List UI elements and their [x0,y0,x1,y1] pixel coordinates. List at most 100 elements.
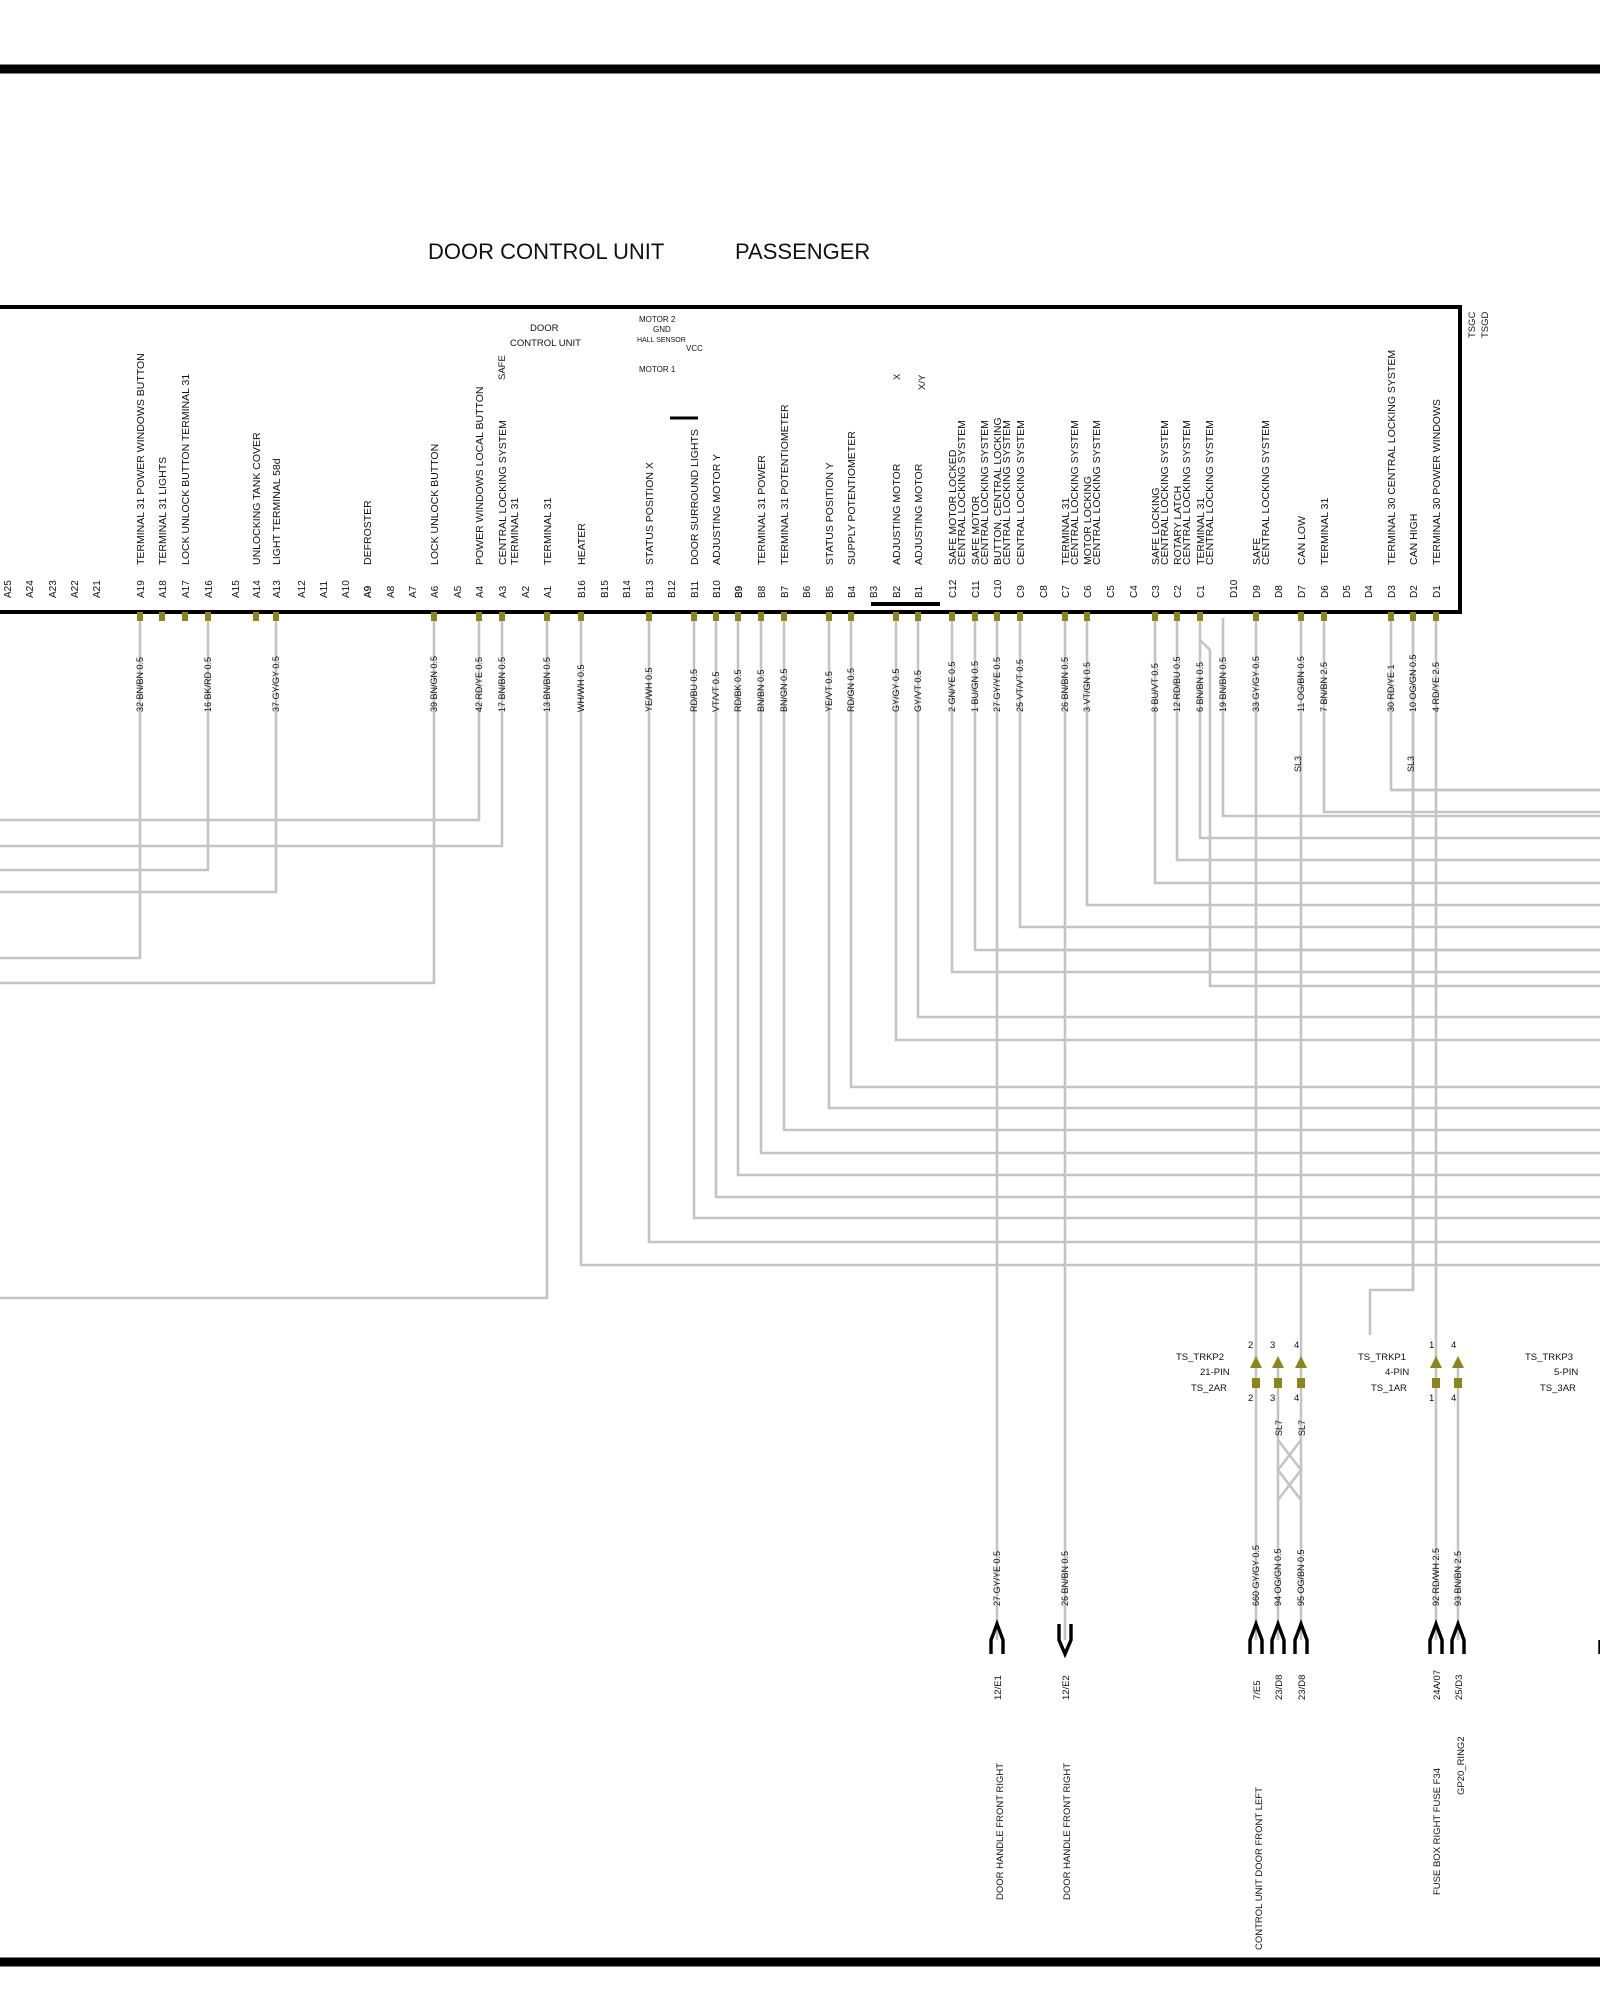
wire-a1 [0,618,549,1300]
lower-wire-label: 92 RD/WH 2.5 [1431,1548,1441,1606]
svg-text:4: 4 [1294,1340,1299,1351]
hall-sensor-label: HALL SENSOR [637,337,686,344]
pin-label-b13: B13 [645,580,656,598]
svg-text:3: 3 [1270,1393,1275,1404]
pin-function-c11: CENTRAL LOCKING SYSTEM [979,420,991,565]
lower-wire-label: 93 BN/BN 2.5 [1453,1551,1463,1606]
wire-label-c10: 27 GY/YE 0.5 [992,657,1002,712]
control-unit-box [0,305,1462,614]
pin-label-a23: A23 [48,580,59,598]
wire-d6 [1322,618,1600,814]
pin-terminal-a1 [544,612,550,621]
pin-label-b1: B1 [914,585,925,598]
pin-terminal-b2 [893,612,899,621]
wire-label-b11: RD/BU 0.5 [689,669,699,712]
pin-label-a6: A6 [430,585,441,598]
pin-terminal-d7 [1298,612,1304,621]
pin-label-d4: D4 [1364,585,1375,598]
wire-label-b4: RD/GN 0.5 [846,668,856,712]
pin-terminal-a4 [476,612,482,621]
pin-terminal-a18 [159,612,165,621]
ref-label: 12/E2 [1061,1675,1072,1700]
wire-a3 [0,618,504,848]
pin-label-d5: D5 [1342,585,1353,598]
pin-label-a21: A21 [92,580,103,598]
connector-mate-pin-0-0 [1252,1378,1260,1388]
wire-label-c7: 26 BN/BN 0.5 [1060,657,1070,712]
wire-label-b10: VT/VT 0.5 [711,672,721,712]
pin-terminal-c7 [1062,612,1068,621]
ref-label: 24A/07 [1432,1670,1443,1700]
connector-glyphs [989,1356,1600,1659]
wire-b2 [894,618,1600,1042]
wire-label-b16: WH/WH 0.5 [576,664,586,712]
pin-label-b9: B9 [734,585,745,598]
pin-label-d10: D10 [1229,579,1240,598]
pin-function-d9: CENTRAL LOCKING SYSTEM [1260,420,1272,565]
wire-label-a4: 42 RD/YE 0.5 [474,657,484,712]
pin-function-b5: STATUS POSITION Y [824,462,836,565]
pin-label-a18: A18 [158,580,169,598]
pin-function-c1: CENTRAL LOCKING SYSTEM [1204,420,1216,565]
pin-function-a18: TERMINAL 31 LIGHTS [157,457,169,565]
gnd-label: GND [653,325,671,334]
pin-terminal-b9 [735,612,741,621]
pin-label-b15: B15 [600,580,611,598]
pin-terminal-a6 [431,612,437,621]
wire-c9 [1018,618,1600,929]
motor-xy-label: X/Y [917,374,928,390]
wire-label-a6: 39 BN/GN 0.5 [429,656,439,712]
pin-function-c2: ROTARY LATCH [1172,486,1184,565]
pin-function-c3: CENTRAL LOCKING SYSTEM [1159,420,1171,565]
pin-function-d3: TERMINAL 30 CENTRAL LOCKING SYSTEM [1386,350,1398,565]
pin-function-b4: SUPPLY POTENTIOMETER [846,431,858,565]
wire-b5 [827,618,1600,1110]
wire-b7 [782,618,1600,1132]
pin-label-d2: D2 [1409,585,1420,598]
wire-b8 [759,618,1600,1155]
pin-label-b6: B6 [802,585,813,598]
wire-b9 [736,618,1600,1177]
pin-terminal-b7 [781,612,787,621]
pin-terminal-c2 [1174,612,1180,621]
pin-label-a14: A14 [252,580,263,598]
svg-text:3: 3 [1270,1340,1275,1351]
svg-text:TS_1AR: TS_1AR [1371,1383,1407,1394]
wire-c3 [1153,618,1600,885]
pin-function-a4: POWER WINDOWS LOCAL BUTTON [474,386,486,565]
pin-function-d7: CAN LOW [1296,516,1308,565]
dest-control-unit-door: CONTROL UNIT DOOR FRONT LEFT [1254,1787,1265,1950]
wire-label-d7: 11 OG/BN 0.5 [1296,656,1306,712]
pin-function-d6: TERMINAL 31 [1319,498,1331,565]
corner-label-tsgd: TSGD [1480,311,1491,338]
connector-ts-trkp1: TS_TRKP1 4-PIN TS_1AR 1 4 1 4 [1358,1340,1456,1404]
splice-label-sl7-a: SL7 [1274,1420,1284,1436]
pin-label-c3: C3 [1151,585,1162,598]
pin-label-c2: C2 [1173,585,1184,598]
wire-label-c1: 19 BN/BN 0.5 [1218,657,1228,712]
pin-terminal-c12 [949,612,955,621]
wire-c1 [1221,618,1600,818]
pin-function-c12: SAFE MOTOR LOCKED [947,449,959,565]
pin-function-a3: TERMINAL 31 [509,498,521,565]
wire-label-c12: 2 GN/YE 0.5 [947,661,957,712]
pin-function-d2: CAN HIGH [1408,514,1420,565]
wire-label-c6: 3 VT/GN 0.5 [1082,662,1092,712]
pin-label-a2: A2 [521,585,532,598]
pin-function-b13: STATUS POSITION X [644,462,656,565]
pin-terminal-b13 [646,612,652,621]
lower-wire-label: 26 BN/BN 0.5 [1060,1551,1070,1606]
pin-terminals [137,612,1439,621]
pin-function-a1: TERMINAL 31 [542,498,554,565]
pin-label-a19: A19 [136,580,147,598]
pin-function-d9: SAFE [1251,538,1263,565]
pin-terminal-a3 [499,612,505,621]
wire-label-d9: 33 GY/GY 0.5 [1251,656,1261,712]
pin-terminal-b1 [915,612,921,621]
wire-b4 [849,618,1600,1089]
vcc-label: VCC [686,344,703,353]
pin-function-c11: SAFE MOTOR [970,495,982,565]
pin-label-d1: D1 [1432,585,1443,598]
pin-function-c7: CENTRAL LOCKING SYSTEM [1069,420,1081,565]
terminal-4 [1293,1619,1309,1654]
